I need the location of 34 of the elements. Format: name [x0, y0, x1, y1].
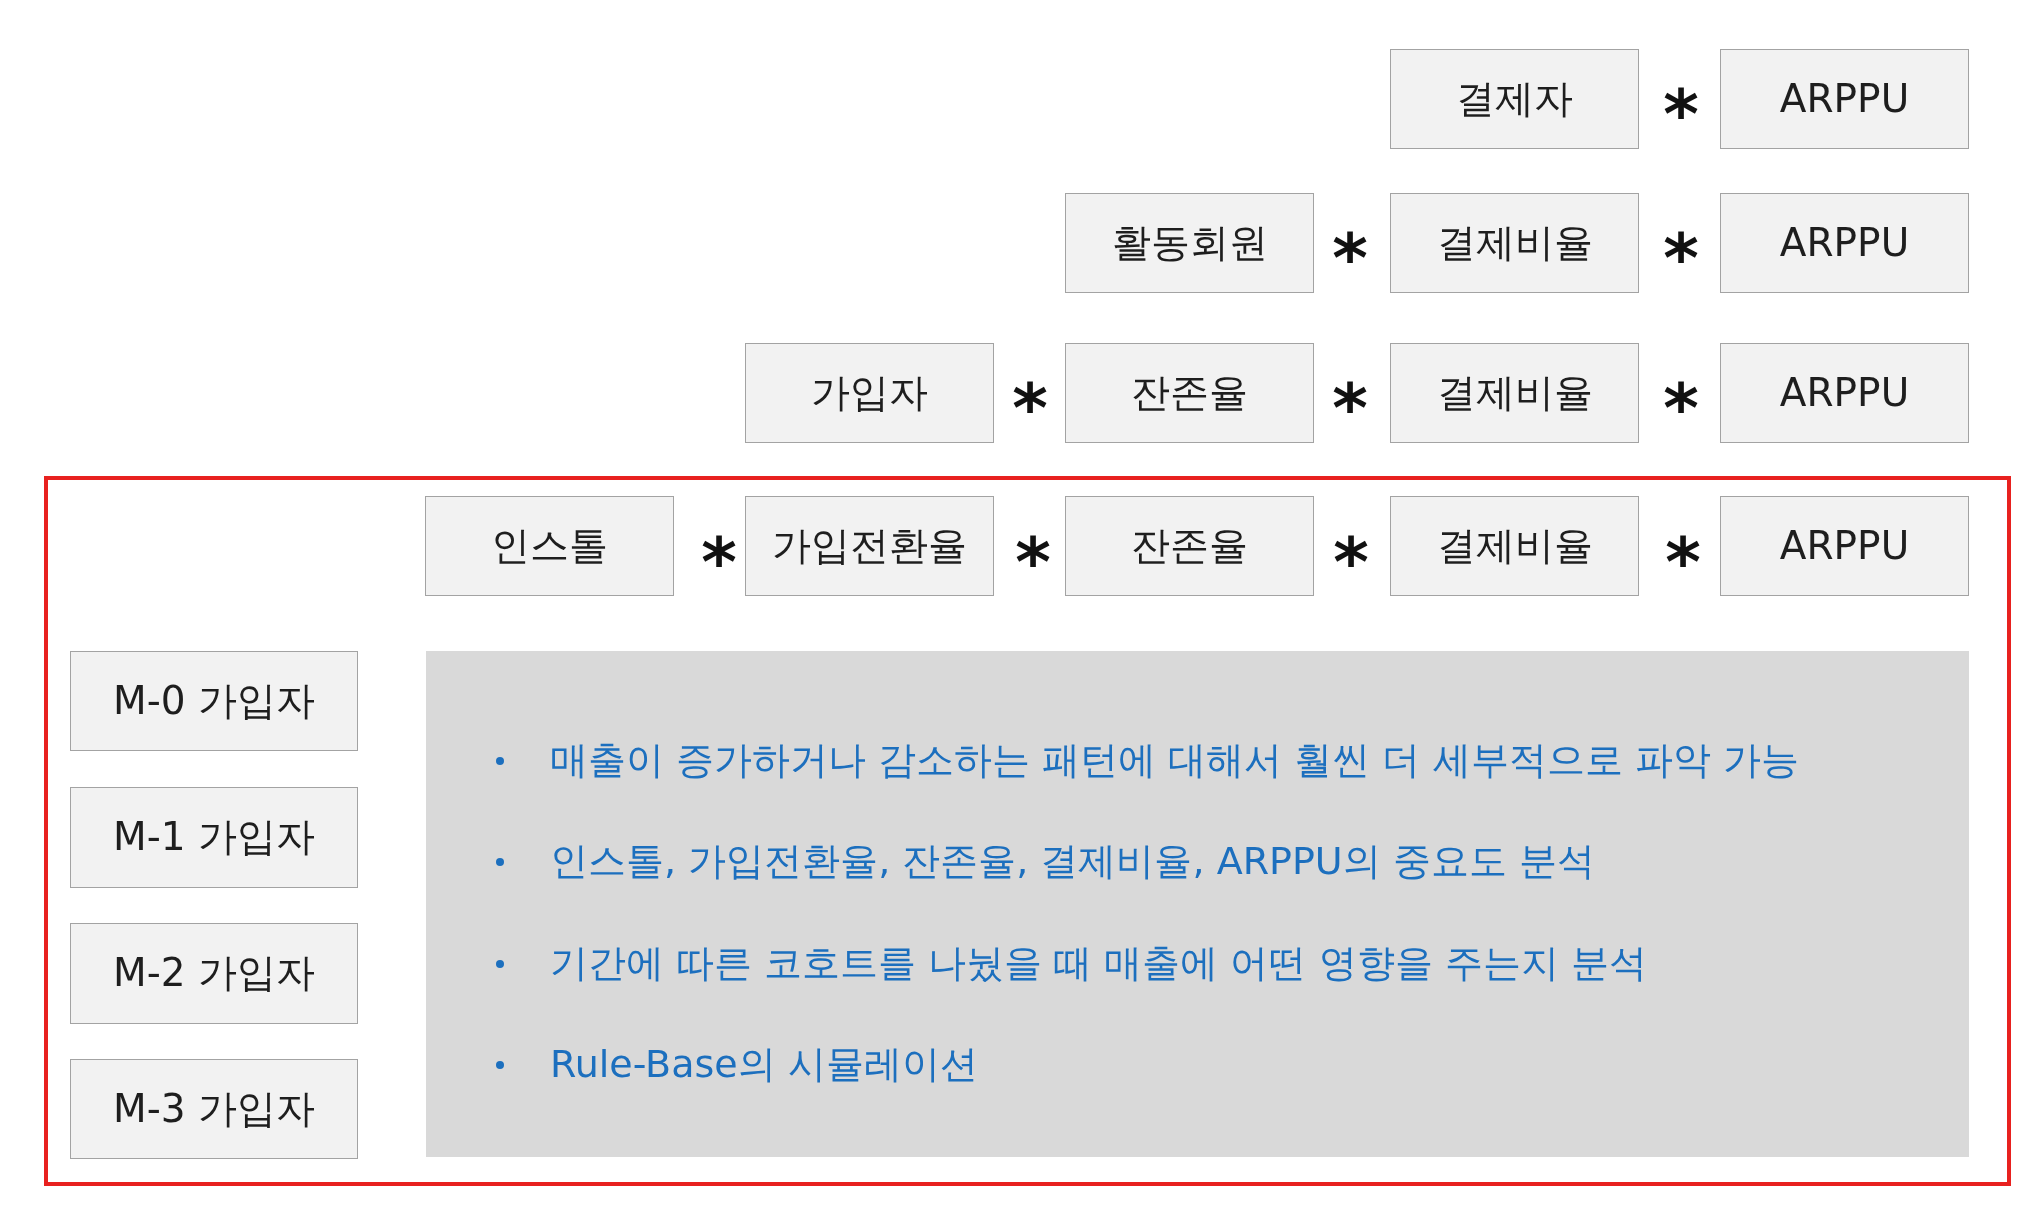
- metric-box: ARPPU: [1720, 496, 1969, 596]
- multiplication-sign: *: [1663, 368, 1699, 448]
- multiplication-sign: *: [1333, 522, 1369, 602]
- multiplication-sign: *: [701, 522, 737, 602]
- metric-box: 결제자: [1390, 49, 1639, 149]
- metric-box: 가입전환율: [745, 496, 994, 596]
- metric-box: 결제비율: [1390, 496, 1639, 596]
- multiplication-sign: *: [1332, 218, 1368, 298]
- metric-box: 가입자: [745, 343, 994, 443]
- metric-box: 결제비율: [1390, 343, 1639, 443]
- cohort-box: M-2 가입자: [70, 923, 358, 1024]
- cohort-box: M-0 가입자: [70, 651, 358, 751]
- metric-box: ARPPU: [1720, 343, 1969, 443]
- note-panel: [426, 651, 1969, 1157]
- metric-box: 인스톨: [425, 496, 674, 596]
- metric-box: 잔존율: [1065, 496, 1314, 596]
- bullet-text: 매출이 증가하거나 감소하는 패턴에 대해서 훨씬 더 세부적으로 파악 가능: [550, 738, 1799, 784]
- bullet-text: 기간에 따른 코호트를 나눴을 때 매출에 어떤 영향을 주는지 분석: [550, 940, 1647, 987]
- metric-box: ARPPU: [1720, 193, 1969, 293]
- metric-box: 활동회원: [1065, 193, 1314, 293]
- cohort-box: M-1 가입자: [70, 787, 358, 888]
- bullet-text: 인스톨, 가입전환율, 잔존율, 결제비율, ARPPU의 중요도 분석: [550, 839, 1595, 886]
- multiplication-sign: *: [1665, 522, 1701, 602]
- multiplication-sign: *: [1015, 522, 1051, 602]
- multiplication-sign: *: [1012, 368, 1048, 448]
- metric-box: ARPPU: [1720, 49, 1969, 149]
- highlight-frame: [44, 476, 2011, 1186]
- multiplication-sign: *: [1663, 218, 1699, 298]
- cohort-box: M-3 가입자: [70, 1059, 358, 1159]
- metric-box: 잔존율: [1065, 343, 1314, 443]
- multiplication-sign: *: [1663, 74, 1699, 154]
- multiplication-sign: *: [1332, 368, 1368, 448]
- metric-box: 결제비율: [1390, 193, 1639, 293]
- bullet-text: Rule-Base의 시뮬레이션: [550, 1042, 978, 1088]
